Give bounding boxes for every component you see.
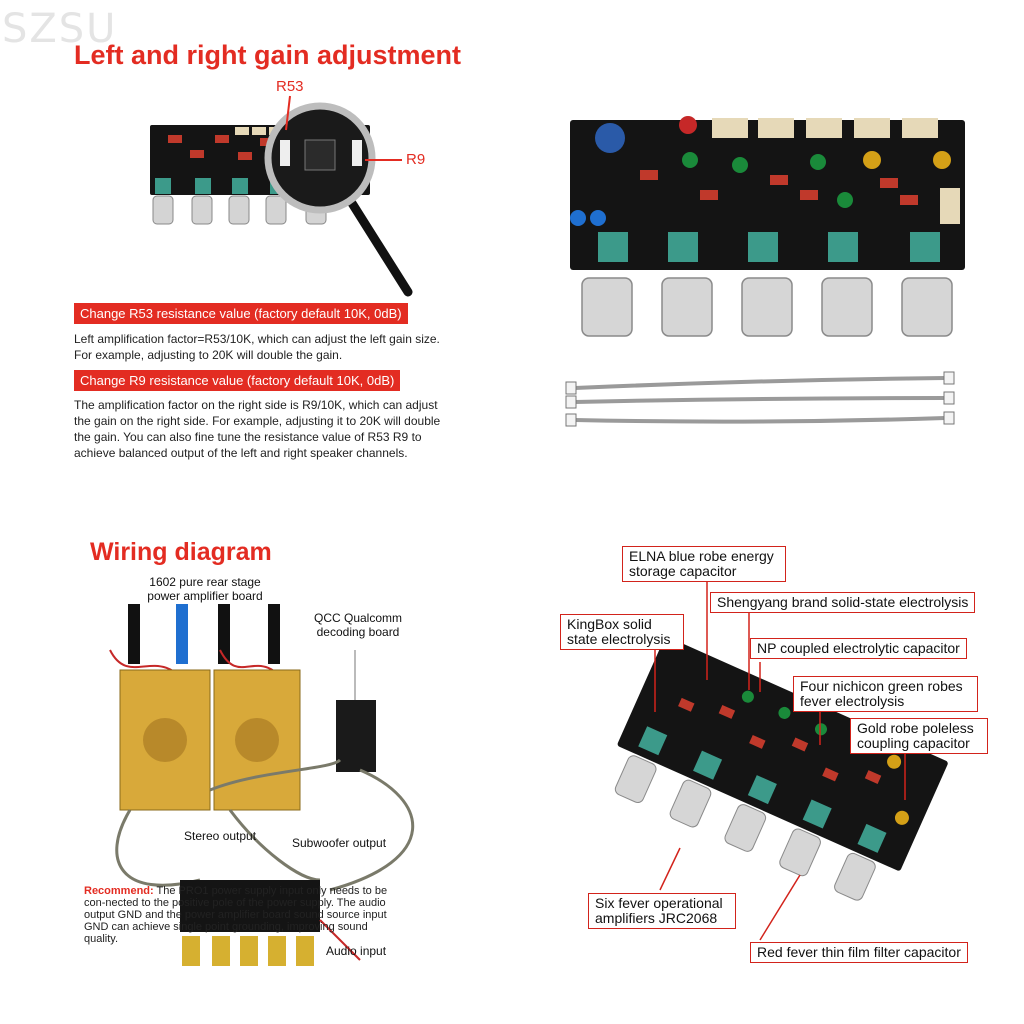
text-r9: The amplification factor on the right si… xyxy=(74,398,441,460)
angled-pcb-board xyxy=(614,636,948,901)
annotation-kingbox: KingBox solid state electrolysis xyxy=(560,614,684,650)
banner-r53: Change R53 resistance value (factory def… xyxy=(74,303,408,324)
recommend-heading: Recommend: xyxy=(84,885,154,897)
magnifier-icon xyxy=(264,102,413,297)
subwoofer-output-label: Subwoofer output xyxy=(292,836,387,850)
watermark-text: SZSU xyxy=(2,6,118,52)
annotation-nichicon: Four nichicon green robes fever electrol… xyxy=(793,676,978,712)
recommend-text: The PRO1 power supply input only needs t… xyxy=(84,885,388,945)
banner-r9: Change R9 resistance value (factory defa… xyxy=(74,370,401,391)
annotation-filter: Red fever thin film filter capacitor xyxy=(750,942,968,963)
wiring-section-title: Wiring diagram xyxy=(90,538,272,566)
annotation-np: NP coupled electrolytic capacitor xyxy=(750,638,967,659)
annotation-gold: Gold robe poleless coupling capacitor xyxy=(850,718,988,754)
stereo-output-label: Stereo output xyxy=(184,829,257,843)
annotation-elna: ELNA blue robe energy storage capacitor xyxy=(622,546,786,582)
text-r53: Left amplification factor=R53/10K, which… xyxy=(74,332,440,362)
callout-r9: R9 xyxy=(406,151,426,168)
annotation-leaders xyxy=(654,578,906,941)
annotation-opamp: Six fever operational amplifiers JRC2068 xyxy=(588,893,736,929)
wiring-illustration xyxy=(109,604,414,966)
annotation-shengyang: Shengyang brand solid-state electrolysis xyxy=(710,592,976,613)
knob-row xyxy=(581,277,953,337)
recommend-note: Recommend: The PRO1 power supply input o… xyxy=(84,885,404,945)
gain-section-title: Left and right gain adjustment xyxy=(74,40,462,70)
amp-board-label: 1602 pure rear stage power amplifier boa… xyxy=(147,575,263,603)
callout-r53: R53 xyxy=(276,78,304,95)
audio-input-label: Audio input xyxy=(326,944,387,958)
qcc-board-label: QCC Qualcomm decoding board xyxy=(313,611,402,639)
cable-set xyxy=(574,376,946,424)
product-pcb-board xyxy=(570,116,965,270)
